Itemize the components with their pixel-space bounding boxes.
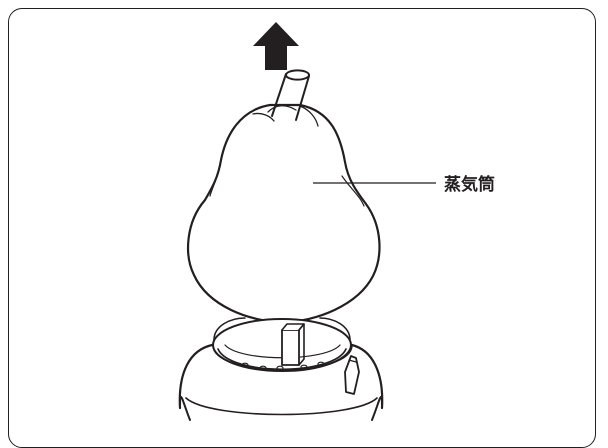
steam-pipe-diagram <box>178 22 436 421</box>
arrow-up-icon <box>253 22 299 70</box>
steam-pipe-part <box>186 69 381 324</box>
steam-pipe-label: 蒸気筒 <box>444 175 495 195</box>
humidifier-base <box>178 317 384 421</box>
